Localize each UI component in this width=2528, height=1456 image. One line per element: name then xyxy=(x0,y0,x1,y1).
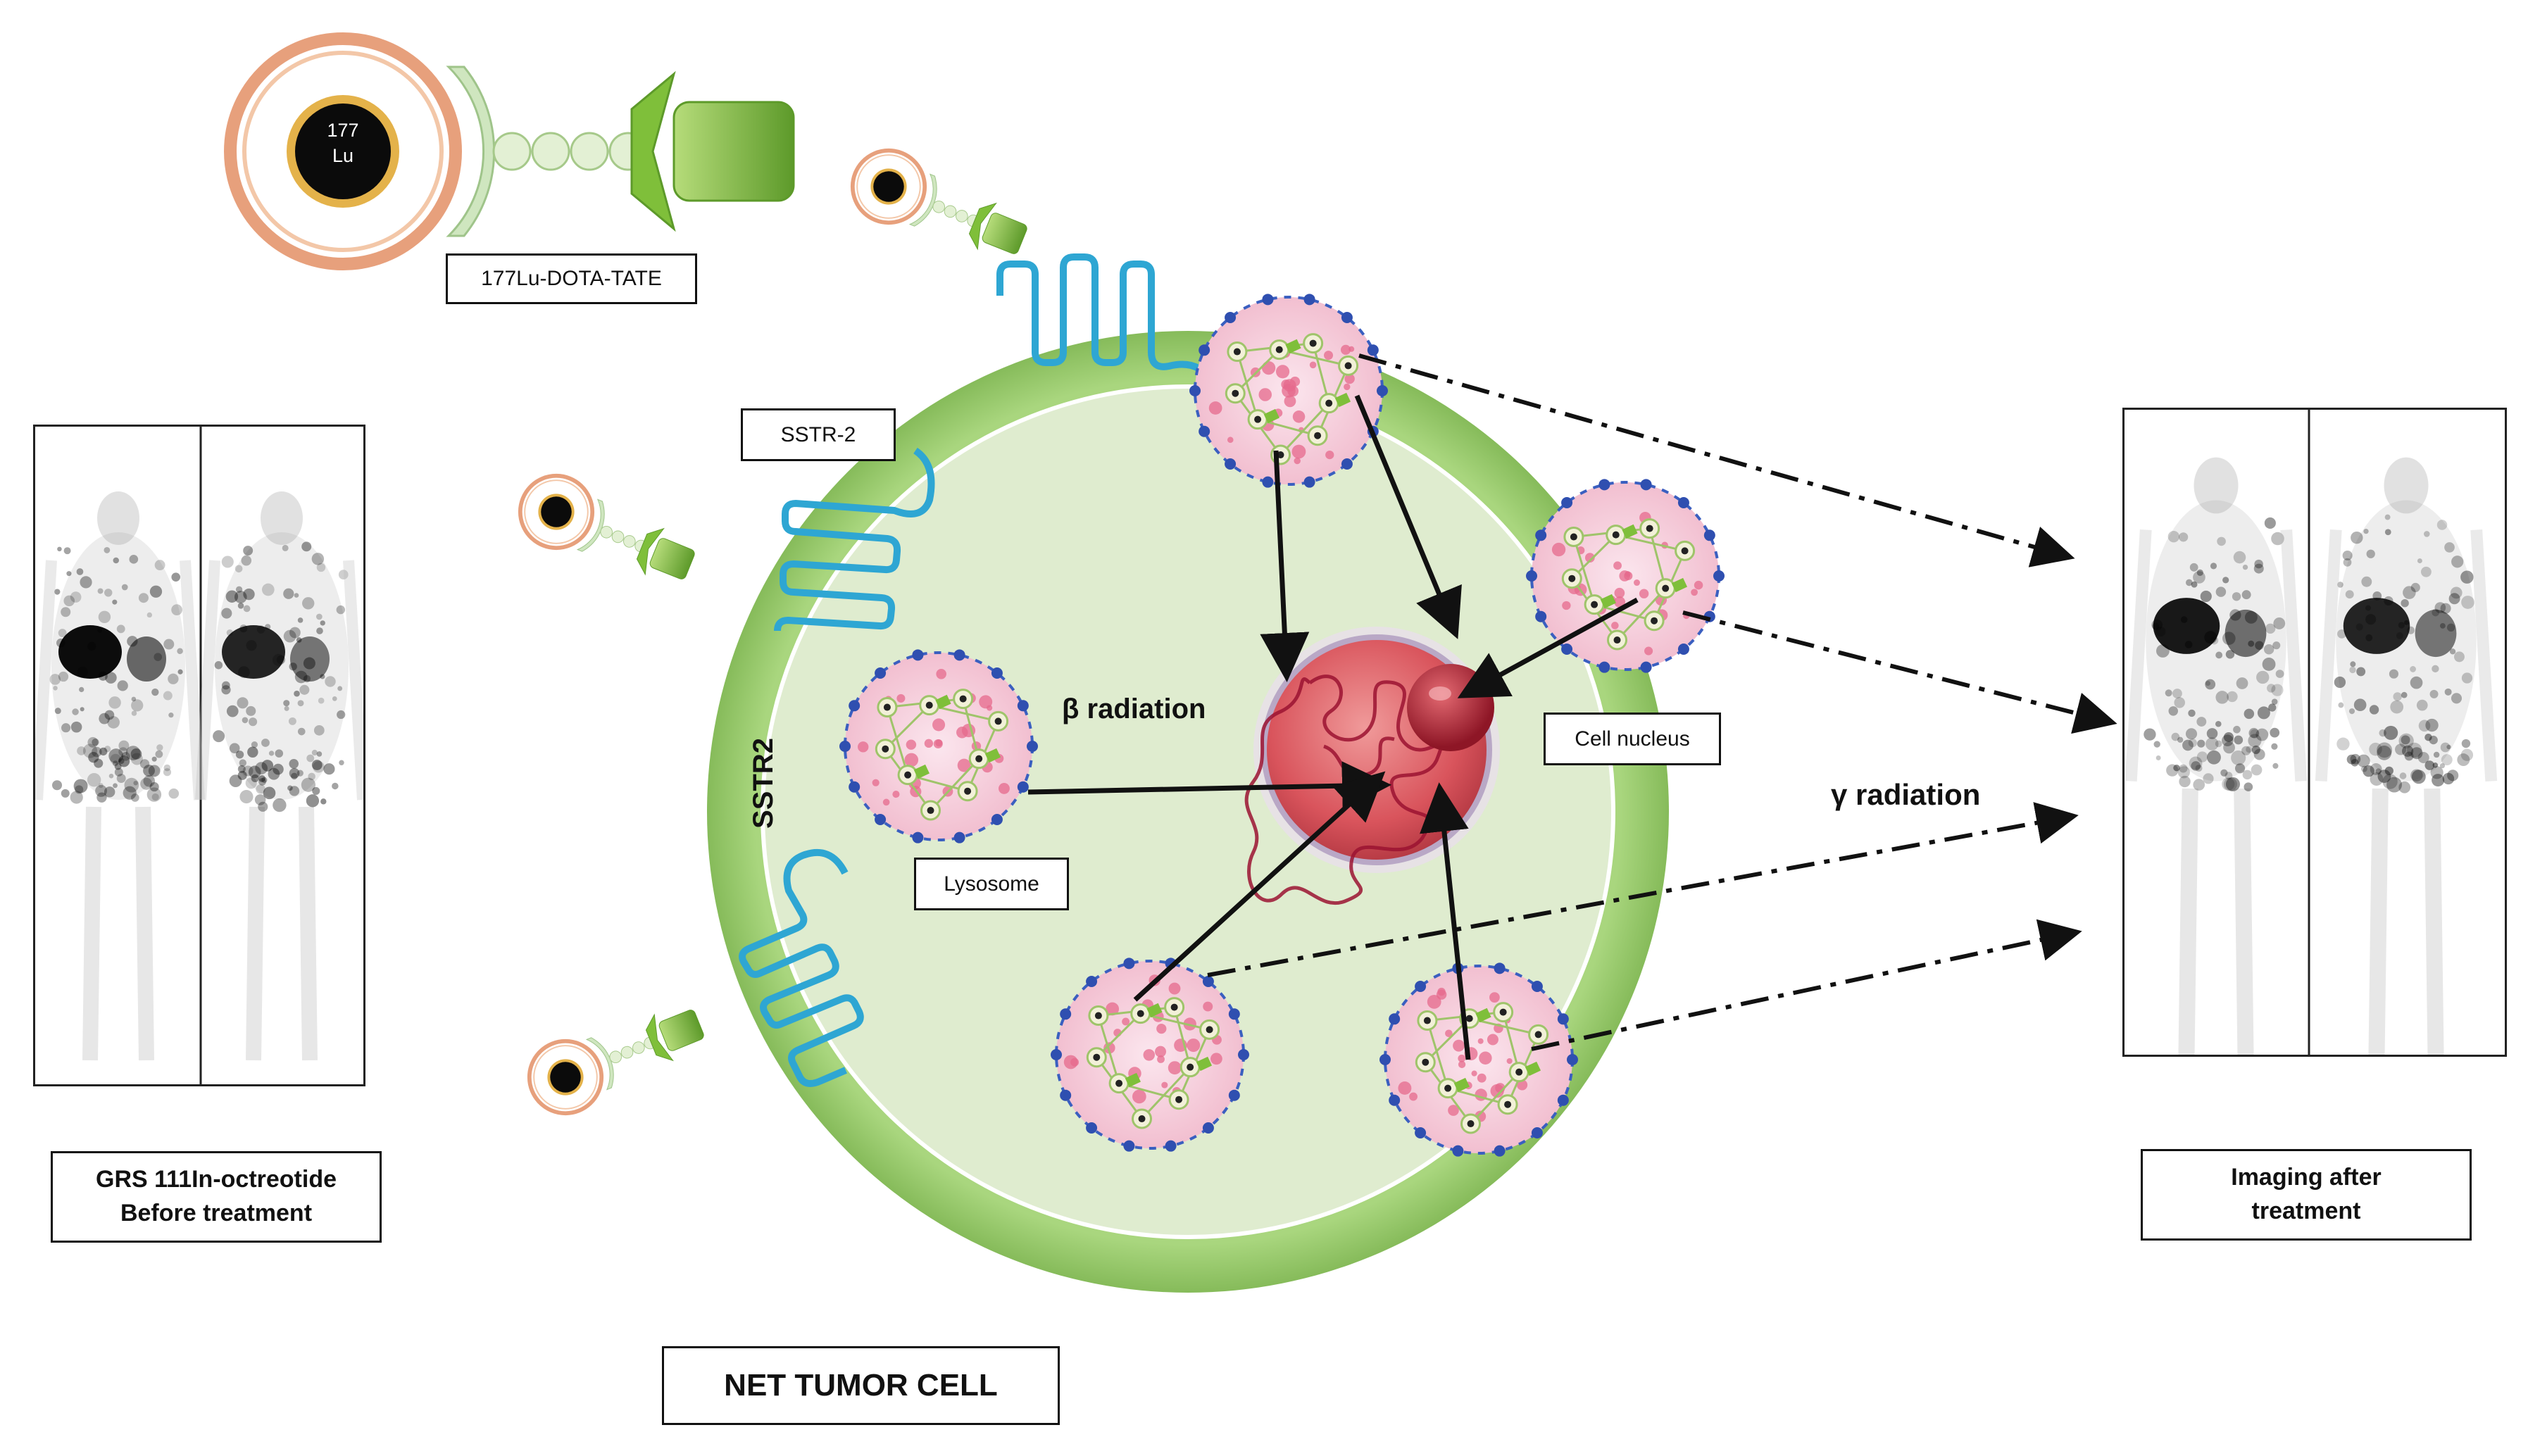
beta-arrows xyxy=(1027,394,1639,1060)
before-label-line1: GRS 111In-octreotide xyxy=(96,1166,337,1193)
radioligand-top xyxy=(850,148,1027,254)
lysosome-bottom-left xyxy=(1051,958,1249,1152)
radioligand-bottom xyxy=(527,1010,704,1116)
scan-after xyxy=(2122,408,2507,1057)
lysosome-left xyxy=(839,649,1038,843)
gamma-label: γ radiation xyxy=(1831,778,1981,811)
chromatin xyxy=(1244,674,1443,905)
isotope-mass: 177 xyxy=(327,120,359,141)
lysosome-bottom-right xyxy=(1379,962,1578,1157)
receptor-membrane-label: SSTR2 xyxy=(747,738,779,829)
after-label-line1: Imaging after xyxy=(2231,1164,2382,1191)
compound-label: 177Lu-DOTA-TATE xyxy=(446,253,697,304)
receptor-middle xyxy=(774,447,935,632)
before-label-line2: Before treatment xyxy=(120,1200,313,1226)
after-label-line2: treatment xyxy=(2251,1198,2361,1224)
after-treatment-label: Imaging after treatment xyxy=(2141,1149,2472,1241)
nucleolus xyxy=(1407,664,1494,751)
before-treatment-label: GRS 111In-octreotide Before treatment xyxy=(51,1151,382,1243)
receptor-bottom xyxy=(739,849,864,1087)
scan-after-anterior xyxy=(2125,457,2308,1055)
radioligand-large xyxy=(224,32,795,270)
isotope-symbol: Lu xyxy=(332,145,354,166)
gamma-arrows xyxy=(1207,353,2117,1051)
nucleus-label: Cell nucleus xyxy=(1544,713,1721,765)
tumor-cell xyxy=(707,331,1669,1293)
lysosome-label: Lysosome xyxy=(914,858,1069,910)
beta-label: β radiation xyxy=(1062,694,1206,724)
receptor-label: SSTR-2 xyxy=(741,408,896,461)
scan-after-posterior xyxy=(2315,457,2498,1055)
receptor-top xyxy=(996,253,1261,406)
scan-before-posterior xyxy=(195,491,368,1061)
scan-before-anterior xyxy=(32,491,205,1061)
radioligand-middle xyxy=(518,473,695,579)
lysosome-top xyxy=(1189,294,1388,488)
cell-label: NET TUMOR CELL xyxy=(662,1346,1060,1425)
scan-before xyxy=(32,425,368,1086)
